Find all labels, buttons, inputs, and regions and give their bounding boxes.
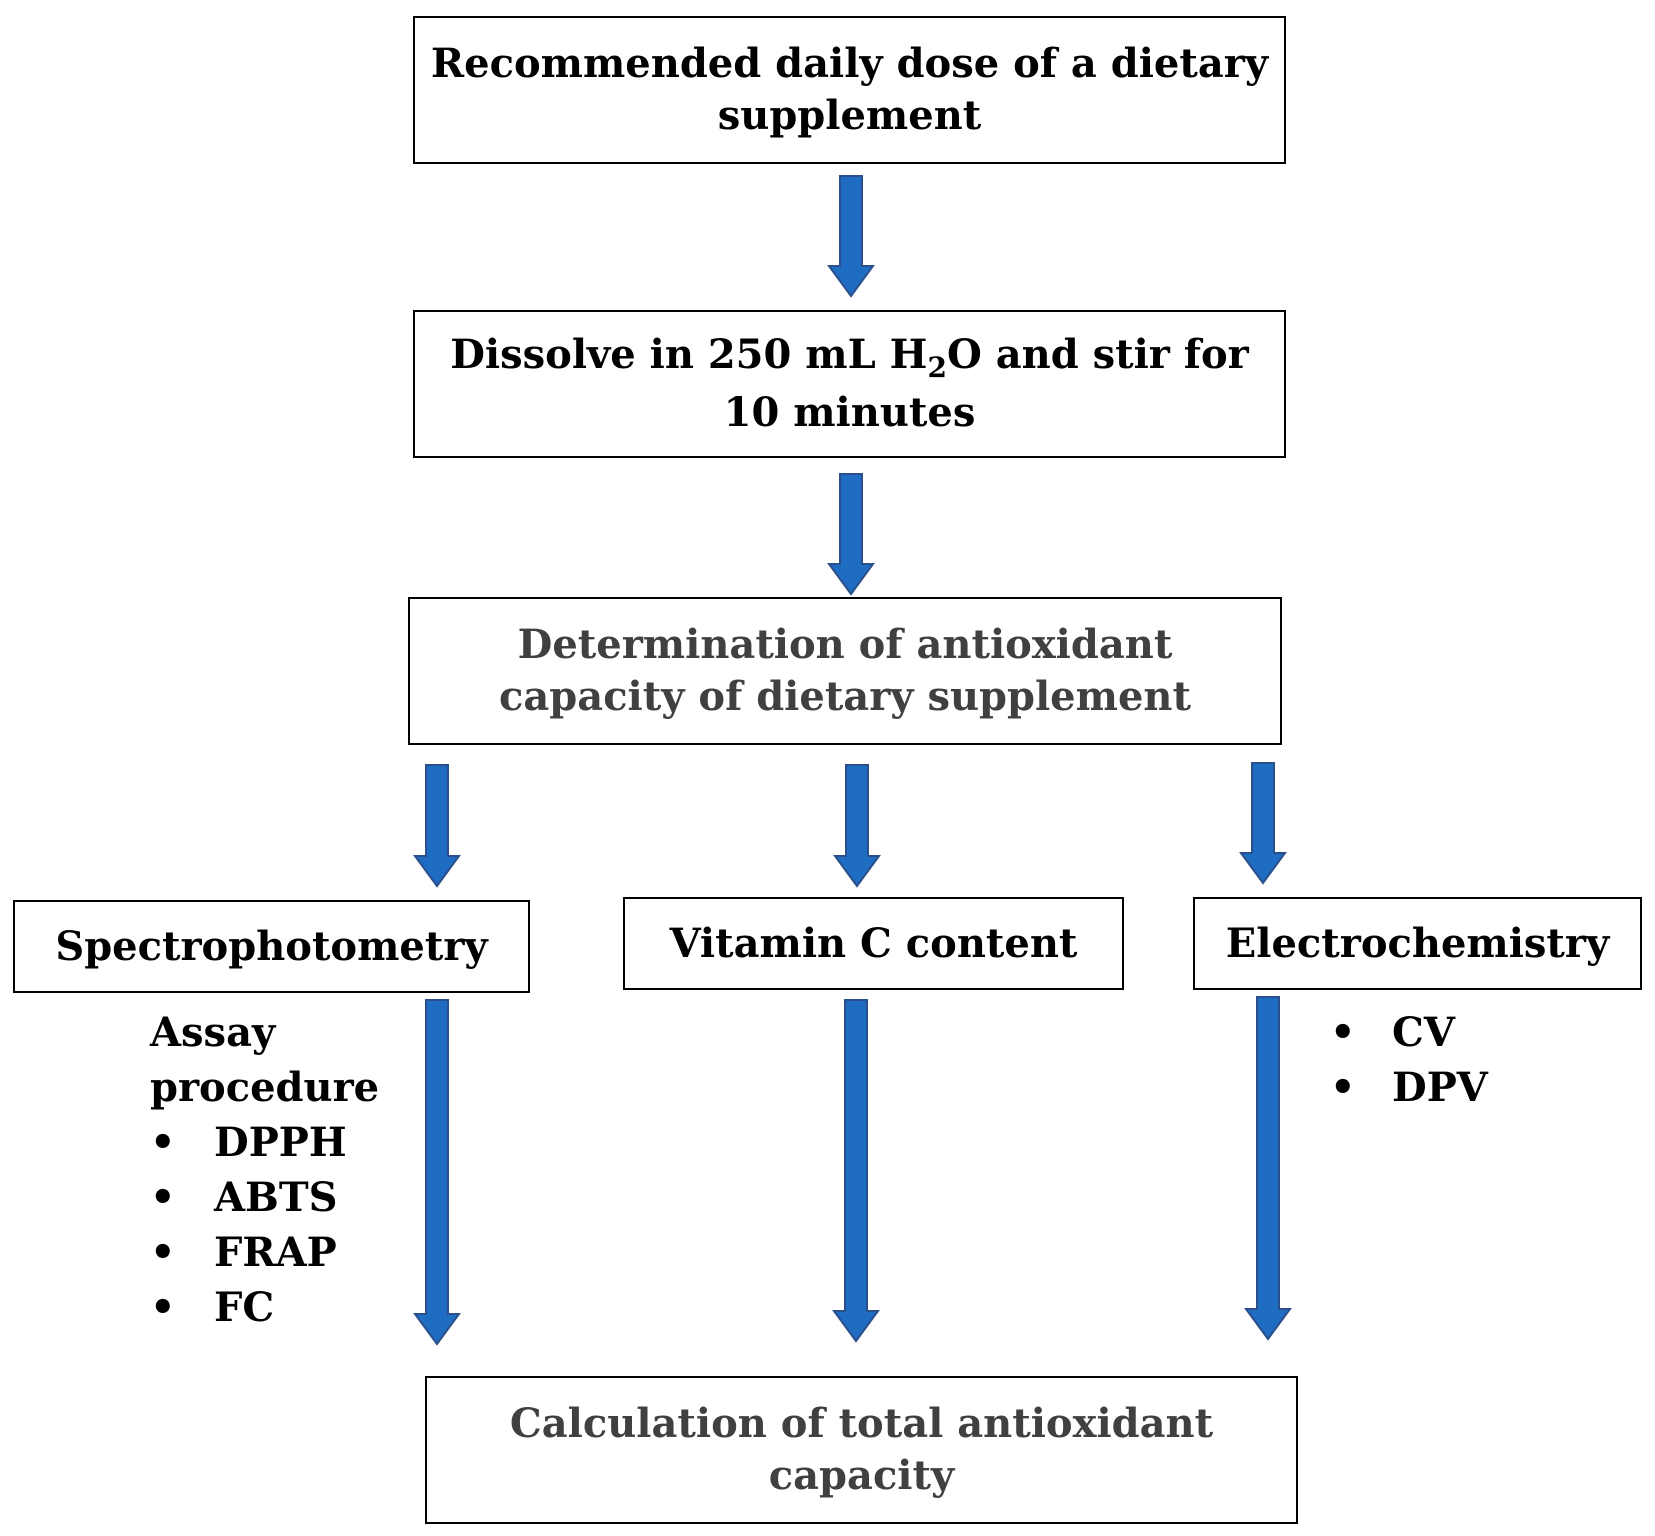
bullet-icon: •: [150, 1119, 176, 1166]
step-calculation-text: Calculation of total antioxidant capacit…: [510, 1398, 1213, 1502]
branch-vitamin-c-label: Vitamin C content: [669, 919, 1078, 967]
method-dpv: DPV: [1392, 1064, 1488, 1111]
arrow-to-vitamin-c: [833, 764, 881, 888]
assay-heading-line1: Assay: [150, 1009, 276, 1056]
branch-spectrophotometry-box: Spectrophotometry: [13, 900, 530, 993]
step-daily-dose-box: Recommended daily dose of a dietary supp…: [413, 16, 1286, 164]
arrow-vitamin-c-to-calc: [832, 999, 880, 1343]
step-determination-text: Determination of antioxidant capacity of…: [499, 619, 1191, 723]
step-dissolve-line2: 10 minutes: [723, 388, 976, 436]
water-subscript: 2: [927, 351, 947, 385]
step-dissolve-line1-end: O and stir for: [946, 331, 1249, 379]
branch-spectrophotometry-label: Spectrophotometry: [55, 922, 488, 970]
spectro-method-list: Assay procedure • DPPH • ABTS • FRAP • F…: [150, 1005, 379, 1335]
step-dissolve-box: Dissolve in 250 mL H2O and stir for 10 m…: [413, 310, 1286, 458]
bullet-icon: •: [150, 1229, 176, 1276]
assay-heading-line2: procedure: [150, 1064, 380, 1111]
bullet-icon: •: [150, 1284, 176, 1331]
arrow-electrochemistry-to-calc: [1244, 996, 1292, 1341]
method-abts: ABTS: [214, 1174, 338, 1221]
bullet-icon: •: [1330, 1009, 1356, 1056]
method-dpph: DPPH: [214, 1119, 347, 1166]
spectro-list-item: • ABTS: [150, 1170, 379, 1225]
step-daily-dose-text: Recommended daily dose of a dietary supp…: [431, 38, 1268, 142]
step-dissolve-text: Dissolve in 250 mL H2O and stir for 10 m…: [450, 329, 1249, 438]
bullet-icon: •: [1330, 1064, 1356, 1111]
arrow-dose-to-dissolve: [827, 175, 875, 298]
step-calculation-line2: capacity: [768, 1452, 955, 1499]
arrow-to-spectrophotometry: [413, 764, 461, 888]
step-calculation-line1: Calculation of total antioxidant: [509, 1400, 1214, 1447]
spectro-list-item: • DPPH: [150, 1115, 379, 1170]
step-daily-dose-line2: supplement: [717, 92, 982, 139]
branch-vitamin-c-box: Vitamin C content: [623, 897, 1124, 990]
method-fc: FC: [214, 1284, 275, 1331]
bullet-icon: •: [150, 1174, 176, 1221]
spectro-list-item: • FRAP: [150, 1225, 379, 1280]
branch-electrochemistry-label: Electrochemistry: [1225, 919, 1610, 967]
step-determination-line1: Determination of antioxidant: [517, 621, 1173, 668]
step-determination-box: Determination of antioxidant capacity of…: [408, 597, 1282, 745]
spectro-list-item: • FC: [150, 1280, 379, 1335]
arrow-to-electrochemistry: [1239, 762, 1287, 885]
electro-method-list: • CV • DPV: [1330, 1005, 1488, 1115]
step-calculation-box: Calculation of total antioxidant capacit…: [425, 1376, 1298, 1524]
branch-electrochemistry-box: Electrochemistry: [1193, 897, 1642, 990]
step-determination-line2: capacity of dietary supplement: [499, 673, 1191, 720]
step-daily-dose-line1: Recommended daily dose of a dietary: [430, 40, 1269, 87]
electro-list-item: • CV: [1330, 1005, 1488, 1060]
arrow-spectrophotometry-to-calc: [413, 999, 461, 1346]
step-dissolve-line1-start: Dissolve in 250 mL H: [450, 331, 928, 379]
method-frap: FRAP: [214, 1229, 337, 1276]
electro-list-item: • DPV: [1330, 1060, 1488, 1115]
arrow-dissolve-to-determination: [827, 473, 875, 596]
method-cv: CV: [1392, 1009, 1455, 1056]
